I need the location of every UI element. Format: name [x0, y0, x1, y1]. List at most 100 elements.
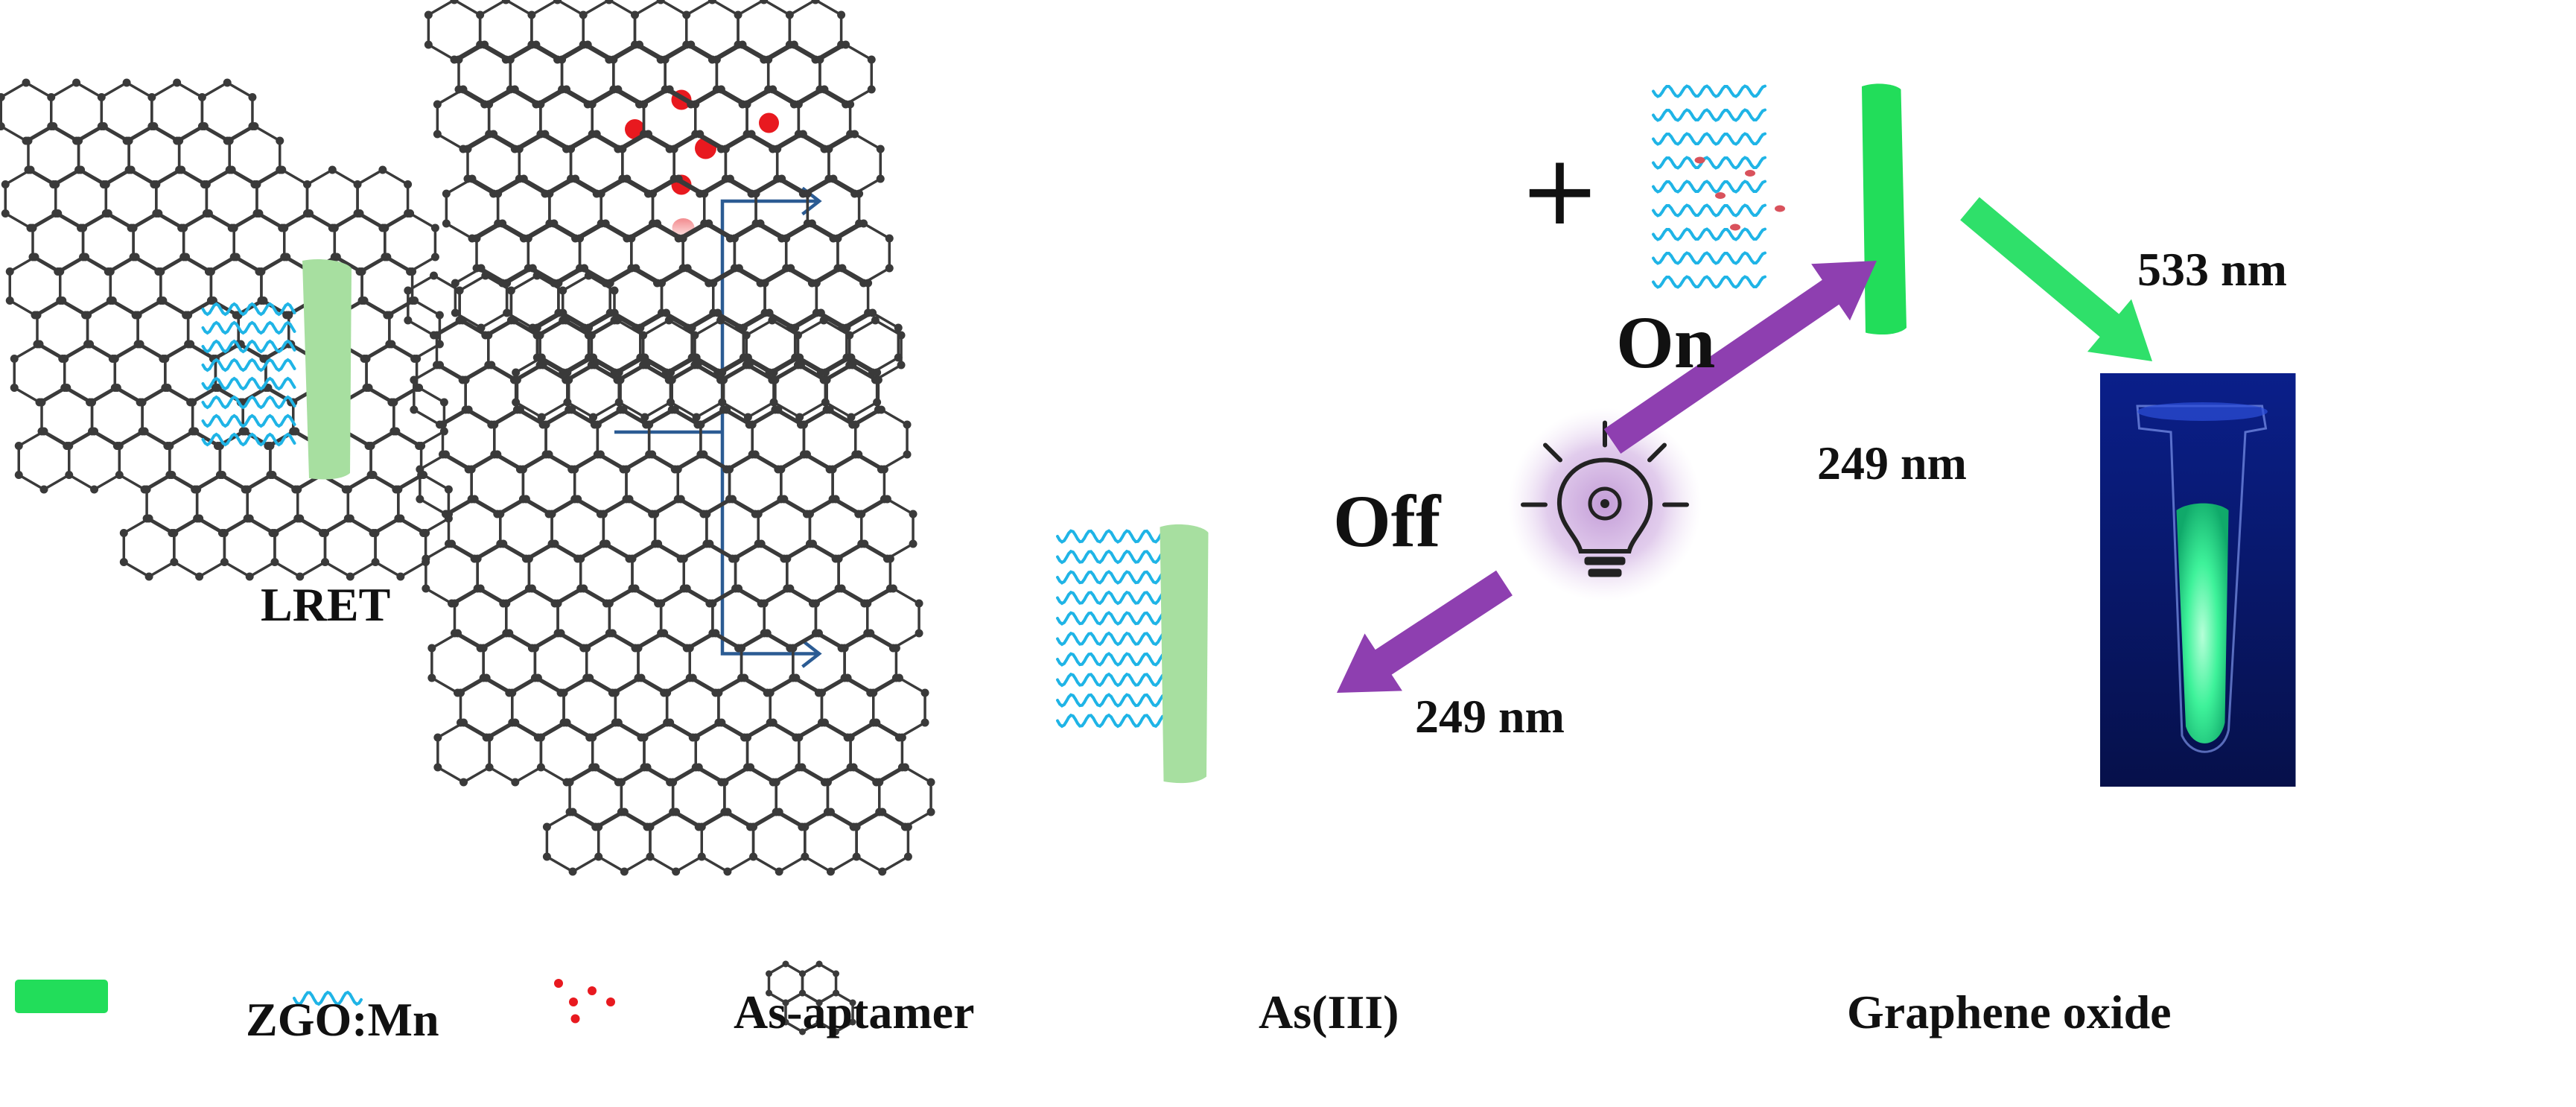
- graphene-atom: [179, 224, 188, 232]
- graphene-atom: [637, 674, 646, 682]
- graphene-atom: [773, 145, 781, 153]
- graphene-atom: [477, 264, 486, 273]
- graphene-oxide-sheet-off: [404, 272, 935, 876]
- graphene-atom: [614, 317, 622, 325]
- graphene-atom: [203, 180, 211, 188]
- graphene-atom: [422, 529, 430, 537]
- aptamer-strand: [1653, 277, 1765, 288]
- graphene-atom: [455, 56, 463, 64]
- graphene-atom: [474, 555, 482, 563]
- graphene-atom: [433, 734, 442, 742]
- graphene-atom: [381, 224, 389, 232]
- graphene-atom: [145, 573, 153, 581]
- graphene-hexagon: [838, 223, 889, 283]
- graphene-atom: [766, 689, 775, 697]
- graphene-atom: [459, 317, 467, 325]
- excitation-wavelength-on: 249 nm: [1817, 440, 1967, 487]
- zgo-nanoparticle-off: [1160, 524, 1209, 783]
- graphene-atom: [761, 279, 769, 288]
- graphene-atom: [657, 0, 665, 4]
- graphene-atom: [462, 376, 470, 384]
- graphene-oxide-sheet-released: [424, 0, 903, 422]
- graphene-atom: [786, 264, 795, 273]
- graphene-atom: [6, 296, 14, 305]
- graphene-atom: [880, 466, 888, 474]
- graphene-atom: [684, 264, 692, 273]
- graphene-atom: [632, 585, 640, 593]
- graphene-atom: [296, 515, 304, 523]
- graphene-atom: [480, 644, 488, 653]
- graphene-atom: [487, 361, 495, 369]
- graphene-atom: [821, 369, 830, 377]
- graphene-atom: [844, 674, 852, 682]
- graphene-atom: [566, 778, 574, 787]
- graphene-atom: [713, 56, 721, 64]
- graphene-atom: [886, 555, 894, 563]
- graphene-atom: [783, 555, 791, 563]
- graphene-atom: [291, 428, 299, 436]
- graphene-atom: [422, 585, 430, 593]
- legend-arsenic-label: As(III): [1259, 989, 1399, 1036]
- bulb-base-ring: [1585, 557, 1626, 565]
- graphene-atom: [156, 267, 165, 276]
- graphene-atom: [15, 442, 23, 450]
- graphene-atom: [394, 486, 402, 494]
- graphene-atom: [690, 332, 699, 340]
- graphene-atom: [510, 317, 518, 325]
- graphene-atom: [430, 272, 438, 280]
- graphene-atom: [562, 86, 570, 94]
- graphene-atom: [278, 166, 286, 174]
- graphene-atom: [537, 734, 545, 742]
- graphene-atom: [132, 253, 140, 261]
- graphene-atom: [864, 279, 872, 288]
- graphene-atom: [536, 101, 544, 109]
- graphene-atom: [718, 399, 726, 407]
- graphene-atom: [851, 421, 859, 429]
- graphene-atom: [855, 190, 863, 198]
- aptamer-strand: [1058, 572, 1163, 583]
- graphene-atom: [358, 267, 366, 276]
- graphene-atom: [422, 555, 430, 563]
- graphene-atom: [489, 130, 497, 139]
- graphene-atom: [413, 355, 421, 363]
- graphene-atom: [534, 674, 542, 682]
- graphene-atom: [86, 340, 94, 349]
- graphene-atom: [728, 495, 737, 504]
- graphene-atom: [125, 137, 133, 145]
- graphene-atom: [645, 421, 653, 429]
- graphene-atom: [722, 406, 731, 414]
- graphene-atom: [486, 764, 494, 772]
- graphene-atom: [623, 175, 631, 183]
- graphene-atom: [252, 180, 261, 188]
- graphene-atom: [820, 86, 828, 94]
- graphene-atom: [771, 376, 779, 384]
- graphene-atom: [582, 644, 591, 653]
- graphene-atom: [799, 130, 807, 139]
- graphene-atom: [476, 11, 484, 19]
- legend-graphene-label: Graphene oxide: [1847, 989, 2172, 1036]
- graphene-atom: [220, 558, 229, 566]
- graphene-atom: [615, 369, 623, 377]
- graphene-hexagon: [394, 388, 445, 446]
- graphene-atom: [798, 764, 806, 772]
- graphene-atom: [639, 332, 647, 340]
- graphene-atom: [661, 56, 670, 64]
- graphene-atom: [815, 629, 823, 638]
- graphene-atom: [154, 209, 162, 218]
- graphene-hexagon: [856, 410, 907, 469]
- graphene-atom: [1, 180, 10, 188]
- graphene-atom: [605, 0, 613, 4]
- legend-arsenic-dot: [569, 997, 578, 1006]
- graphene-atom: [88, 399, 96, 407]
- graphene-atom: [611, 287, 619, 295]
- aptamer-strand: [1058, 674, 1163, 685]
- graphene-atom: [34, 311, 42, 320]
- graphene-atom: [505, 629, 513, 638]
- graphene-atom: [614, 719, 623, 727]
- graphene-atom: [372, 529, 380, 537]
- aptamer-strand: [1653, 229, 1765, 240]
- graphene-atom: [60, 355, 69, 363]
- graphene-atom: [657, 600, 665, 608]
- graphene-atom: [477, 585, 485, 593]
